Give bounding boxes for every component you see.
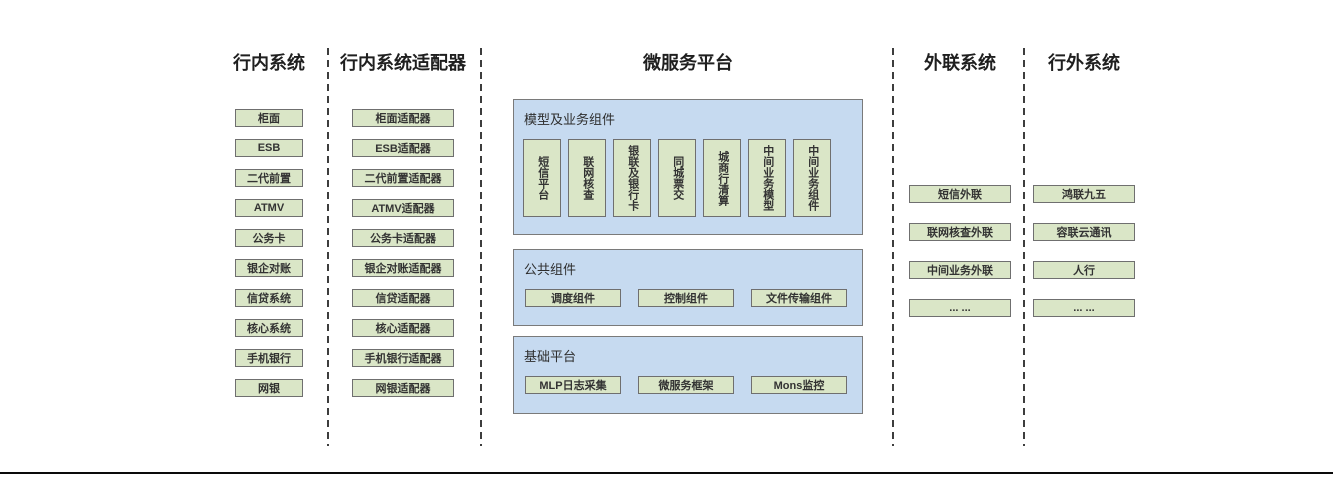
panel-common-components: 公共组件 调度组件 控制组件 文件传输组件: [513, 249, 863, 326]
system-box: 信贷系统: [235, 289, 303, 307]
column-title: 行外系统: [1048, 53, 1120, 73]
system-box: 人行: [1033, 261, 1135, 279]
column-external-link-systems: 外联系统 短信外联 联网核查外联 中间业务外联 ... ...: [889, 53, 1031, 317]
panel-label: 基础平台: [524, 349, 577, 364]
system-box: 短信外联: [909, 185, 1011, 203]
system-box: 核心系统: [235, 319, 303, 337]
system-box: 中间业务外联: [909, 261, 1011, 279]
adapter-box: 核心适配器: [352, 319, 454, 337]
box-stack: 短信外联 联网核查外联 中间业务外联 ... ...: [909, 185, 1011, 317]
system-box: 网银: [235, 379, 303, 397]
component-box: 中间业务模型: [748, 139, 786, 217]
panel-base-platform: 基础平台 MLP日志采集 微服务框架 Mons监控: [513, 336, 863, 414]
platform-title: 微服务平台: [643, 53, 733, 73]
component-box: 短信平台: [523, 139, 561, 217]
system-box: 柜面: [235, 109, 303, 127]
column-divider: [480, 48, 482, 446]
component-box: 微服务框架: [638, 376, 734, 394]
component-box: 城商行清算: [703, 139, 741, 217]
component-box: 文件传输组件: [751, 289, 847, 307]
adapter-box: 手机银行适配器: [352, 349, 454, 367]
column-divider: [892, 48, 894, 446]
adapter-box: 网银适配器: [352, 379, 454, 397]
vertical-box-row: 短信平台 联网核查 银联及银行卡 同城票交 城商行清算 中间业务模型 中间业务组…: [523, 139, 831, 217]
bottom-rule: [0, 472, 1333, 474]
adapter-box: 柜面适配器: [352, 109, 454, 127]
horizontal-box-row: MLP日志采集 微服务框架 Mons监控: [525, 376, 847, 394]
system-box: 手机银行: [235, 349, 303, 367]
horizontal-box-row: 调度组件 控制组件 文件传输组件: [525, 289, 847, 307]
column-divider: [1023, 48, 1025, 446]
adapter-box: ESB适配器: [352, 139, 454, 157]
column-outside-systems: 行外系统 鸿联九五 容联云通讯 人行 ... ...: [1018, 53, 1150, 317]
panel-label: 公共组件: [524, 262, 577, 277]
panel-model-business-components: 模型及业务组件 短信平台 联网核查 银联及银行卡 同城票交 城商行清算 中间业务…: [513, 99, 863, 235]
box-stack: 柜面 ESB 二代前置 ATMV 公务卡 银企对账 信贷系统 核心系统 手机银行…: [235, 109, 303, 397]
system-box: 联网核查外联: [909, 223, 1011, 241]
box-stack: 鸿联九五 容联云通讯 人行 ... ...: [1033, 185, 1135, 317]
component-box: 联网核查: [568, 139, 606, 217]
adapter-box: 银企对账适配器: [352, 259, 454, 277]
column-divider: [327, 48, 329, 446]
column-title: 行内系统: [233, 53, 305, 73]
panel-label: 模型及业务组件: [524, 112, 616, 127]
adapter-box: ATMV适配器: [352, 199, 454, 217]
system-box: ... ...: [1033, 299, 1135, 317]
column-title: 外联系统: [924, 53, 996, 73]
component-box: 同城票交: [658, 139, 696, 217]
component-box: 中间业务组件: [793, 139, 831, 217]
system-box: 银企对账: [235, 259, 303, 277]
system-box: 鸿联九五: [1033, 185, 1135, 203]
system-box: 容联云通讯: [1033, 223, 1135, 241]
adapter-box: 信贷适配器: [352, 289, 454, 307]
component-box: MLP日志采集: [525, 376, 621, 394]
system-box: ESB: [235, 139, 303, 157]
system-box: ... ...: [909, 299, 1011, 317]
component-box: Mons监控: [751, 376, 847, 394]
system-box: ATMV: [235, 199, 303, 217]
column-title: 行内系统适配器: [340, 53, 466, 73]
adapter-box: 公务卡适配器: [352, 229, 454, 247]
column-internal-systems: 行内系统 柜面 ESB 二代前置 ATMV 公务卡 银企对账 信贷系统 核心系统…: [202, 53, 336, 397]
system-box: 公务卡: [235, 229, 303, 247]
component-box: 控制组件: [638, 289, 734, 307]
system-box: 二代前置: [235, 169, 303, 187]
component-box: 银联及银行卡: [613, 139, 651, 217]
component-box: 调度组件: [525, 289, 621, 307]
adapter-box: 二代前置适配器: [352, 169, 454, 187]
box-stack: 柜面适配器 ESB适配器 二代前置适配器 ATMV适配器 公务卡适配器 银企对账…: [352, 109, 454, 397]
column-internal-adapters: 行内系统适配器 柜面适配器 ESB适配器 二代前置适配器 ATMV适配器 公务卡…: [336, 53, 470, 397]
